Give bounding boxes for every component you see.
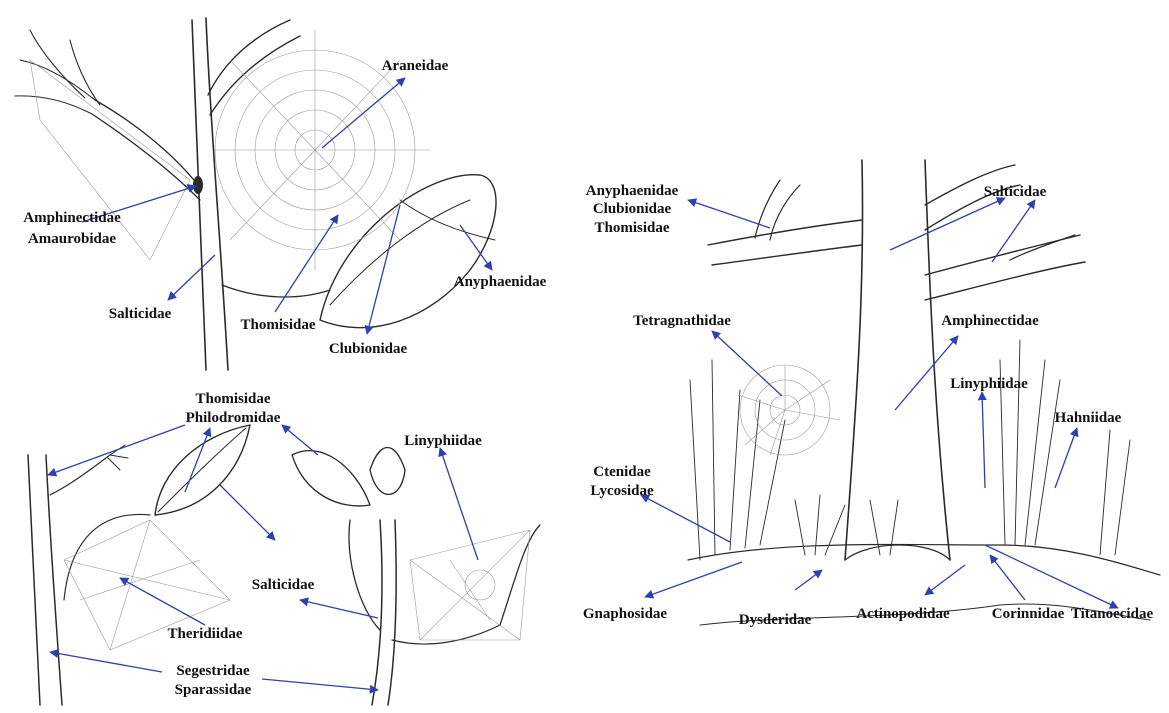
stem-leaves-illustration bbox=[28, 425, 540, 705]
label-salticidae-3: Salticidae bbox=[984, 184, 1047, 200]
arrow-hahniidae bbox=[1055, 428, 1077, 488]
label-hahniidae: Hahniidae bbox=[1055, 410, 1122, 426]
arrow-anyphaenidae-right bbox=[688, 200, 770, 228]
label-titanoecidae: Titanoecidae bbox=[1071, 606, 1154, 622]
arrow-ctenidae bbox=[641, 495, 730, 542]
arrow-actinopodidae bbox=[925, 565, 965, 595]
arrow-theridiidae bbox=[120, 578, 205, 625]
label-thomisidae-2: Thomisidae bbox=[195, 391, 270, 407]
arrow-titanoecidae bbox=[985, 545, 1118, 608]
label-lycosidae: Lycosidae bbox=[590, 483, 654, 499]
label-segestridae: Segestridae bbox=[176, 663, 250, 679]
arrow-salticidae-right-2 bbox=[992, 200, 1035, 262]
arrow-araneidae bbox=[322, 78, 405, 148]
panel-bottom-left: Thomisidae Philodromidae Linyphiidae Sal… bbox=[28, 391, 540, 705]
arrow-philodromidae bbox=[185, 428, 210, 492]
arrow-salticidae-top bbox=[168, 255, 215, 300]
label-amphinectidae: Amphinectidae bbox=[23, 210, 121, 226]
arrow-segestridae bbox=[50, 652, 162, 672]
arrow-linyphiidae-right bbox=[982, 392, 985, 488]
panel-top-left: Araneidae Amphinectidae Amaurobidae Salt… bbox=[15, 18, 547, 370]
arrow-salticidae-right-1 bbox=[890, 198, 1005, 250]
label-linyphiidae-3: Linyphiidae bbox=[950, 376, 1028, 392]
arrow-dysderidae bbox=[795, 570, 822, 590]
label-sparassidae: Sparassidae bbox=[175, 682, 252, 698]
label-anyphaenidae: Anyphaenidae bbox=[454, 274, 547, 290]
label-actinopodidae: Actinopodidae bbox=[856, 606, 950, 622]
arrow-salticidae-left bbox=[220, 485, 275, 540]
label-araneidae: Araneidae bbox=[382, 58, 449, 74]
arrow-clubionidae bbox=[367, 205, 400, 334]
label-dysderidae: Dysderidae bbox=[739, 612, 812, 628]
arrow-thomisidae-right bbox=[282, 425, 318, 455]
label-ctenidae: Ctenidae bbox=[593, 464, 651, 480]
label-anyphaenidae-2: Anyphaenidae bbox=[586, 183, 679, 199]
label-thomisidae-3: Thomisidae bbox=[594, 220, 669, 236]
arrow-salticidae-right bbox=[300, 600, 378, 618]
label-salticidae: Salticidae bbox=[109, 306, 172, 322]
arrow-amphinectidae-right bbox=[895, 336, 958, 410]
label-philodromidae: Philodromidae bbox=[186, 410, 281, 426]
label-thomisidae: Thomisidae bbox=[240, 317, 315, 333]
label-clubionidae: Clubionidae bbox=[329, 341, 408, 357]
label-salticidae-2: Salticidae bbox=[252, 577, 315, 593]
label-corinnidae: Corinnidae bbox=[992, 606, 1065, 622]
label-clubionidae-2: Clubionidae bbox=[593, 201, 672, 217]
label-linyphiidae-2: Linyphiidae bbox=[404, 433, 482, 449]
label-gnaphosidae: Gnaphosidae bbox=[583, 606, 668, 622]
tree-illustration bbox=[688, 160, 1160, 625]
arrow-sparassidae bbox=[262, 679, 378, 690]
arrows-top-left bbox=[82, 78, 492, 334]
ground-web bbox=[738, 365, 840, 455]
arrow-linyphiidae-bottom bbox=[440, 448, 478, 560]
arrow-anyphaenidae-top bbox=[460, 225, 492, 270]
arrow-gnaphosidae bbox=[645, 562, 742, 597]
arrows-bottom-left bbox=[48, 425, 478, 690]
label-tetragnathidae: Tetragnathidae bbox=[633, 313, 731, 329]
panel-right: Anyphaenidae Clubionidae Thomisidae Salt… bbox=[583, 160, 1160, 628]
label-amaurobidae: Amaurobidae bbox=[28, 231, 116, 247]
label-amphinectidae-2: Amphinectidae bbox=[941, 313, 1039, 329]
label-theridiidae: Theridiidae bbox=[167, 626, 242, 642]
arrow-thomisidae-left bbox=[48, 425, 185, 475]
